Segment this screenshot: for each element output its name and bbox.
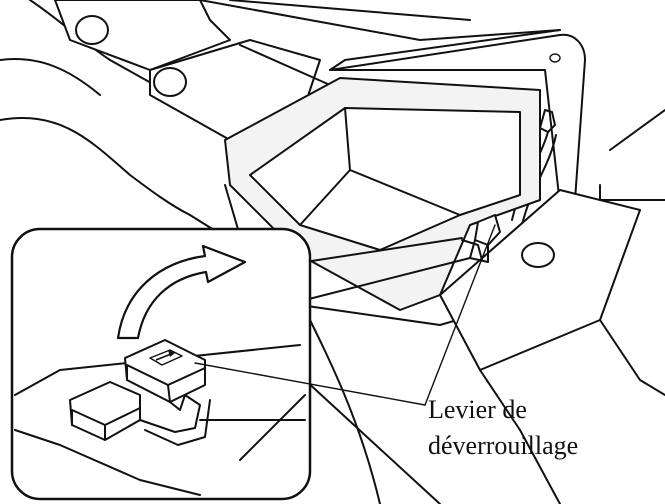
cup-holder-circle-1 xyxy=(75,15,109,45)
lever-arrow-icon xyxy=(168,350,175,357)
callout-line-2: déverrouillage xyxy=(428,431,579,460)
callout-leader-lines xyxy=(194,224,496,406)
inset-detail-panel xyxy=(10,227,312,501)
release-lever-small xyxy=(474,214,501,246)
console-screw-hole xyxy=(521,242,555,268)
rotation-arrow-icon xyxy=(116,244,247,340)
callout-line-1: Levier de xyxy=(428,395,527,424)
zoom-connector-lines xyxy=(304,237,471,301)
cup-holder-circle-2 xyxy=(153,67,187,97)
release-lever-label: Levier de déverrouillage xyxy=(428,392,660,464)
